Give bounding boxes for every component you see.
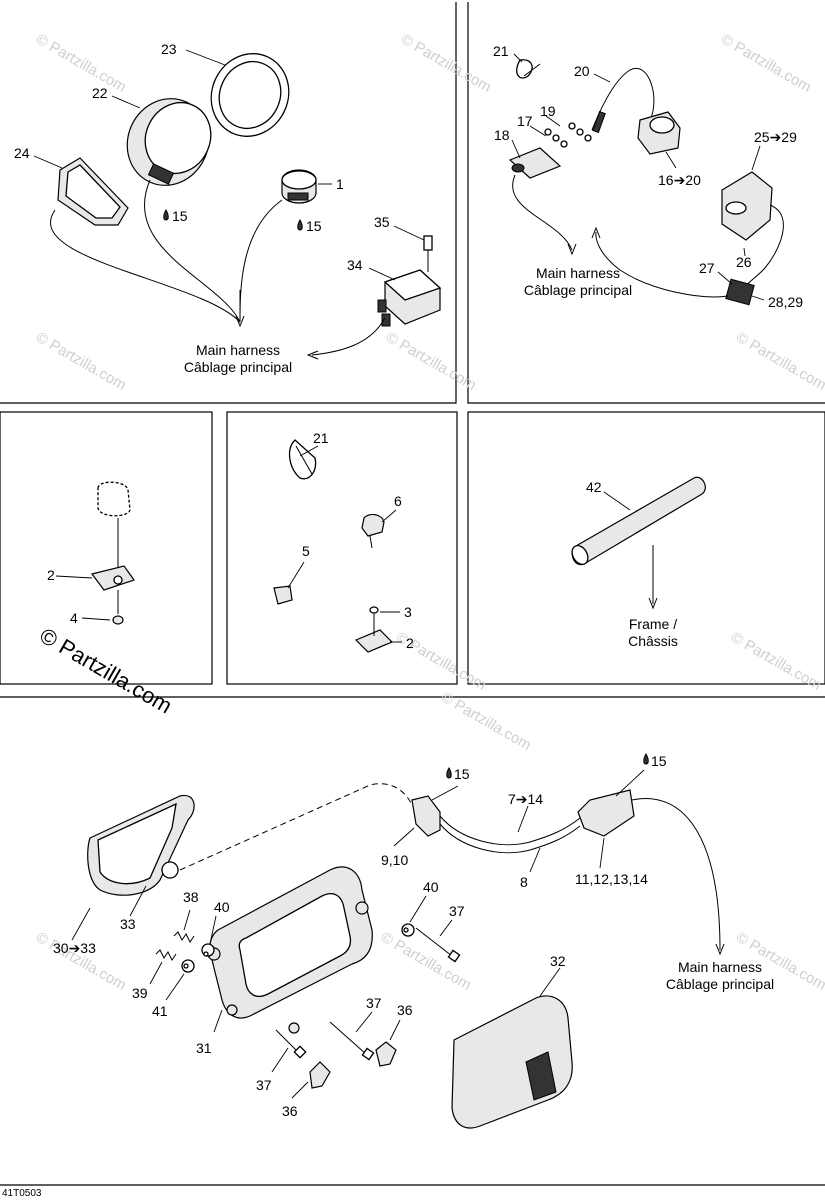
- callout-26: 26: [736, 254, 752, 270]
- harness-label-fr: Câblage principal: [666, 976, 774, 992]
- panel-switch-connectors: 21 20 19 17 18 16➔20 25➔29 26 27 28,29 M…: [493, 43, 803, 310]
- watermark-text: © Partzilla.com: [398, 31, 494, 96]
- callout-37: 37: [449, 903, 465, 919]
- callout-39: 39: [132, 985, 148, 1001]
- panel-tube: 42 Frame / Châssis: [571, 476, 706, 649]
- grease-callout-15: 15: [306, 218, 322, 234]
- callout-3: 3: [404, 604, 412, 620]
- callout-28-29: 28,29: [768, 294, 803, 310]
- callout-21: 21: [313, 430, 329, 446]
- callout-20: 20: [574, 63, 590, 79]
- callout-5: 5: [302, 543, 310, 559]
- callout-11-14: 11,12,13,14: [575, 871, 648, 887]
- callout-6: 6: [394, 493, 402, 509]
- grease-callout-15: 15: [172, 208, 188, 224]
- grease-callout-15: 15: [651, 753, 667, 769]
- callout-30-33: 30➔33: [53, 940, 96, 956]
- figure-code: 41T0503: [2, 1188, 42, 1199]
- watermark-text: © Partzilla.com: [378, 929, 474, 994]
- harness-label-en: Main harness: [536, 265, 620, 281]
- watermark-text: © Partzilla.com: [33, 31, 129, 96]
- callout-21: 21: [493, 43, 509, 59]
- grease-callout-15: 15: [454, 766, 470, 782]
- callout-7-14: 7➔14: [508, 791, 543, 807]
- callout-27: 27: [699, 260, 715, 276]
- frame-label-fr: Châssis: [628, 633, 678, 649]
- callout-32: 32: [550, 953, 566, 969]
- callout-33: 33: [120, 916, 136, 932]
- panel-headlight: 15 15 7➔14 9,10 8 11,12,13,14 30➔33 33 3…: [53, 753, 774, 1129]
- callout-40: 40: [423, 879, 439, 895]
- callout-35: 35: [374, 214, 390, 230]
- callout-36: 36: [282, 1103, 298, 1119]
- callout-36: 36: [397, 1002, 413, 1018]
- watermark-text: © Partzilla.com: [33, 929, 129, 994]
- callout-25-29: 25➔29: [754, 129, 797, 145]
- callout-22: 22: [92, 85, 108, 101]
- callout-31: 31: [196, 1040, 212, 1056]
- callout-38: 38: [183, 889, 199, 905]
- callout-1: 1: [336, 176, 344, 192]
- callout-2: 2: [406, 635, 414, 651]
- callout-17: 17: [517, 113, 533, 129]
- panel-bracket: 2 4: [47, 481, 135, 626]
- callout-8: 8: [520, 874, 528, 890]
- harness-label-en: Main harness: [678, 959, 762, 975]
- callout-18: 18: [494, 127, 510, 143]
- callout-2: 2: [47, 567, 55, 583]
- callout-9-10: 9,10: [381, 852, 408, 868]
- callout-19: 19: [540, 103, 556, 119]
- callout-37: 37: [256, 1077, 272, 1093]
- watermark-text: © Partzilla.com: [33, 329, 129, 394]
- watermark-text: © Partzilla.com: [733, 329, 825, 394]
- callout-16-20: 16➔20: [658, 172, 701, 188]
- callout-42: 42: [586, 479, 602, 495]
- watermark-text: © Partzilla.com: [438, 689, 534, 754]
- callout-34: 34: [347, 257, 363, 273]
- harness-label-en: Main harness: [196, 342, 280, 358]
- watermark-big: © Partzilla.com: [36, 623, 177, 719]
- callout-41: 41: [152, 1003, 168, 1019]
- callout-4: 4: [70, 610, 78, 626]
- frame-label-en: Frame /: [629, 616, 677, 632]
- watermark-text: © Partzilla.com: [718, 31, 814, 96]
- panel-gauge-relay: 23 22 24 1 15 15 35 34 Main harness Câbl…: [14, 41, 442, 375]
- panel-fasteners: 21 6 5 3 2: [273, 430, 414, 653]
- watermark-text: © Partzilla.com: [383, 329, 479, 394]
- harness-label-fr: Câblage principal: [184, 359, 292, 375]
- callout-24: 24: [14, 145, 30, 161]
- callout-23: 23: [161, 41, 177, 57]
- harness-label-fr: Câblage principal: [524, 282, 632, 298]
- callout-37: 37: [366, 995, 382, 1011]
- callout-40: 40: [214, 899, 230, 915]
